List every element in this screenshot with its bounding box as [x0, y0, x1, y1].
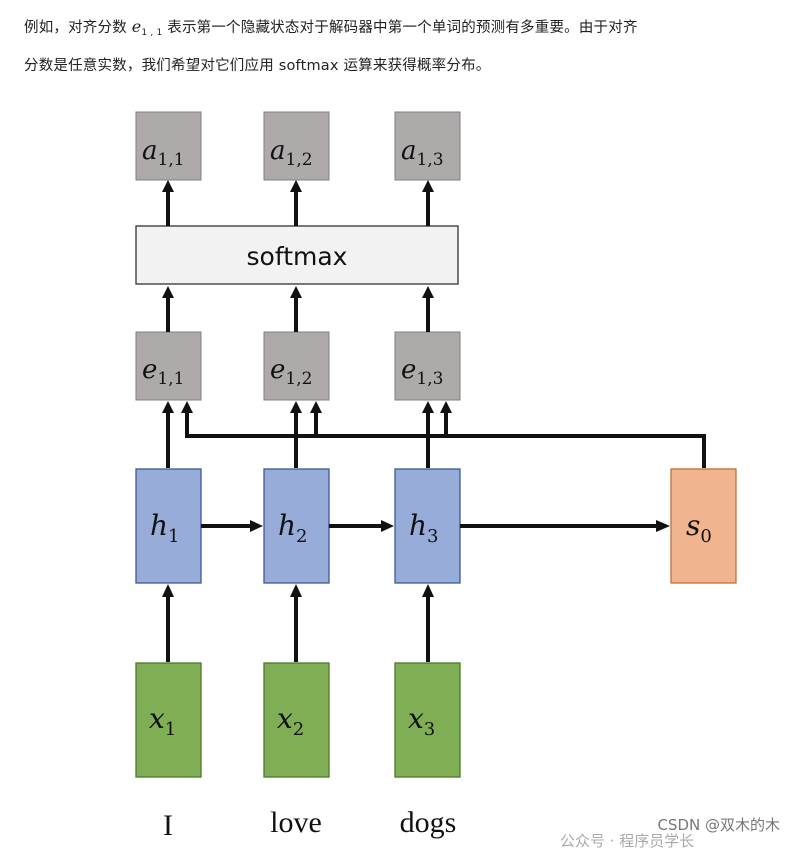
- x1-label: x1: [149, 702, 176, 740]
- e13-label: e1,3: [401, 355, 443, 389]
- line1-text-b: 表示第一个隐藏状态对于解码器中第一个单词的预测有多重要。由于对齐: [162, 20, 638, 36]
- a12-label: a1,2: [270, 136, 313, 170]
- alignment-score-box-2: [263, 331, 330, 401]
- alignment-score-symbol: e: [131, 17, 142, 36]
- paragraph-line-1: 例如，对齐分数 e1 , 1 表示第一个隐藏状态对于解码器中第一个单词的预测有多…: [24, 10, 794, 50]
- explanation-paragraph: 例如，对齐分数 e1 , 1 表示第一个隐藏状态对于解码器中第一个单词的预测有多…: [24, 10, 794, 83]
- softmax-label: softmax: [247, 242, 348, 271]
- a11-label: a1,1: [142, 136, 185, 170]
- input-box-3: [394, 662, 461, 778]
- x2-label: x2: [277, 702, 304, 740]
- attention-weight-box-2: [263, 111, 330, 181]
- attention-weight-box-1: [135, 111, 202, 181]
- hidden-state-box-2: [263, 468, 330, 584]
- alignment-score-box-1: [135, 331, 202, 401]
- softmax-box: [135, 225, 459, 285]
- s0-label: s0: [686, 509, 712, 547]
- word-label-3: dogs: [400, 806, 457, 839]
- word-label-2: love: [270, 806, 322, 839]
- line1-text-a: 例如，对齐分数: [24, 20, 132, 36]
- decoder-state-feedback-path: [185, 412, 706, 468]
- attention-weight-box-3: [394, 111, 461, 181]
- word-label-1: I: [163, 809, 173, 842]
- input-box-2: [263, 662, 330, 778]
- h2-label: h2: [278, 509, 308, 547]
- input-box-1: [135, 662, 202, 778]
- a13-label: a1,3: [401, 136, 444, 170]
- e11-label: e1,1: [142, 355, 184, 389]
- csdn-watermark: CSDN @双木的木: [657, 816, 780, 834]
- hidden-state-box-3: [394, 468, 461, 584]
- x3-label: x3: [408, 702, 435, 740]
- paragraph-line-2: 分数是任意实数，我们希望对它们应用 softmax 运算来获得概率分布。: [24, 58, 491, 74]
- alignment-score-box-3: [394, 331, 461, 401]
- h1-label: h1: [150, 509, 180, 547]
- partial-watermark: 公众号 · 程序员学长: [560, 832, 695, 850]
- h3-label: h3: [409, 509, 439, 547]
- alignment-score-subscript: 1 , 1: [141, 28, 163, 38]
- hidden-state-box-1: [135, 468, 202, 584]
- e12-label: e1,2: [270, 355, 312, 389]
- decoder-state-box: [670, 468, 737, 584]
